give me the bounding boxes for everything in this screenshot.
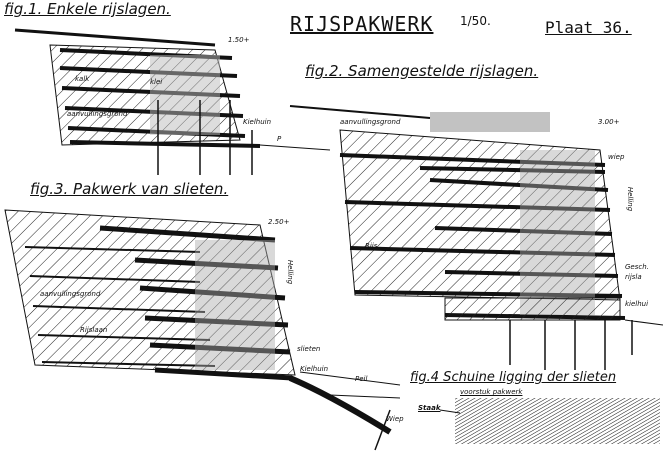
- figure-3-label: aanvullingsgrond: [40, 290, 101, 298]
- figure-1-label: P: [277, 135, 282, 143]
- figure-2-label: 3.00+: [598, 118, 620, 126]
- plate-scale: 1/50.: [460, 14, 491, 28]
- figure-1-label: klei: [150, 78, 163, 86]
- figure-1-label: 1.50+: [228, 36, 250, 44]
- figure-2-label: wiep: [608, 153, 625, 161]
- figure-1-label: Kielhuin: [243, 118, 272, 126]
- plate-title: RIJSPAKWERK: [290, 12, 434, 36]
- figure-4-subcaption: voorstuk pakwerk: [460, 388, 523, 396]
- figure-1-caption: fig.1. Enkele rijslagen.: [4, 0, 171, 18]
- figure-3-caption: fig.3. Pakwerk van slieten.: [30, 180, 229, 198]
- figure-3-label: Helling: [286, 259, 295, 285]
- figure-2-drawing: [289, 105, 663, 370]
- figure-3-drawing: [4, 209, 401, 451]
- figure-3-label: Rijslaan: [80, 326, 108, 334]
- figure-2-label: Gesch.: [625, 263, 649, 271]
- figure-4-drawing: [439, 398, 660, 444]
- figure-2-label: Helling: [626, 186, 635, 212]
- figure-3-label: Peil: [355, 375, 368, 383]
- figure-1-label: kalk: [75, 75, 90, 83]
- figure-4-caption: fig.4 Schuine ligging der slieten: [410, 370, 617, 385]
- figure-4-label: Staak: [418, 404, 441, 412]
- figure-2-label: rijsla: [625, 273, 642, 281]
- figure-1-drawing: [14, 28, 331, 175]
- figure-2-label: kielhui: [625, 300, 649, 308]
- figure-2-caption: fig.2. Samengestelde rijslagen.: [305, 62, 539, 80]
- figure-3-label: slieten: [297, 345, 321, 353]
- figure-3-label: Wiep: [386, 415, 404, 423]
- figure-2-label: Rijs: [365, 242, 378, 250]
- figure-2-label: aanvullingsgrond: [340, 118, 401, 126]
- plate-number: Plaat 36.: [545, 18, 632, 37]
- figure-1-label: aanvullingsgrond: [67, 110, 128, 118]
- figure-3-label: Kielhuin: [300, 365, 329, 373]
- figure-3-label: 2.50+: [268, 218, 290, 226]
